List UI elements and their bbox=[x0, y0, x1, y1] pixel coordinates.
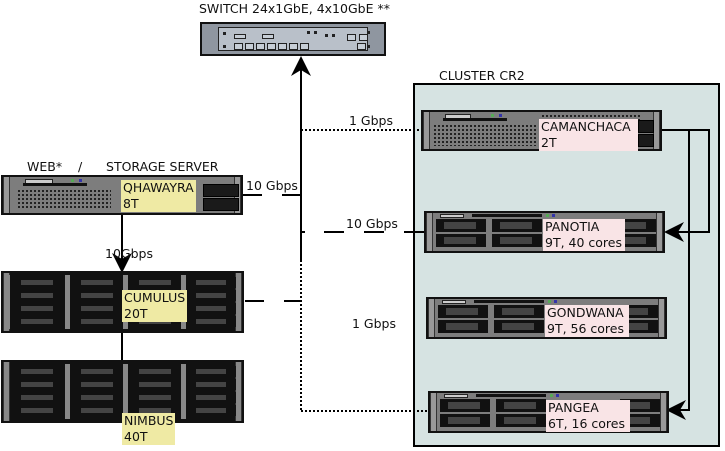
storage-group-title: WEB* / STORAGE SERVER bbox=[27, 159, 219, 174]
server-detail: 20T bbox=[124, 306, 148, 321]
link-camanchaca-panotia bbox=[661, 129, 710, 242]
network-switch-icon[interactable] bbox=[200, 22, 386, 56]
server-name: NIMBUS bbox=[124, 413, 174, 428]
server-name: PANOTIA bbox=[545, 219, 600, 234]
server-detail: 40T bbox=[124, 429, 148, 444]
server-label-gondwana: GONDWANA 9T, 56 cores bbox=[545, 305, 629, 337]
link-label-qhawayra-cumulus: 10Gbps bbox=[105, 246, 153, 261]
server-detail: 9T, 40 cores bbox=[545, 235, 623, 250]
switch-title: SWITCH 24x1GbE, 4x10GbE ** bbox=[199, 1, 390, 16]
link-label-camanchaca-switch: 1 Gbps bbox=[349, 113, 393, 128]
server-label-nimbus: NIMBUS 40T bbox=[122, 413, 176, 445]
link-camanchaca-pangea bbox=[666, 130, 690, 420]
server-name: GONDWANA bbox=[547, 305, 624, 320]
server-label-cumulus: CUMULUS 20T bbox=[122, 290, 188, 322]
server-detail: 9T, 56 cores bbox=[547, 321, 625, 336]
server-label-camanchaca: CAMANCHACA 2T bbox=[539, 119, 638, 151]
link-label-qhawayra-switch: 10 Gbps bbox=[245, 178, 299, 193]
server-name: QHAWAYRA bbox=[123, 180, 194, 195]
cluster-title: CLUSTER CR2 bbox=[439, 68, 525, 83]
server-label-panotia: PANOTIA 9T, 40 cores bbox=[543, 219, 625, 251]
server-nimbus[interactable] bbox=[1, 360, 244, 423]
server-detail: 2T bbox=[541, 135, 557, 150]
server-name: PANGEA bbox=[548, 400, 599, 415]
link-label-pangea-switch: 1 Gbps bbox=[352, 316, 396, 331]
server-detail: 6T, 16 cores bbox=[548, 416, 626, 431]
link-label-panotia-switch: 10 Gbps bbox=[346, 216, 398, 231]
server-name: CUMULUS bbox=[124, 290, 186, 305]
server-name: CAMANCHACA bbox=[541, 119, 631, 134]
server-detail: 8T bbox=[123, 196, 139, 211]
server-label-pangea: PANGEA 6T, 16 cores bbox=[546, 400, 630, 432]
server-label-qhawayra: QHAWAYRA 8T bbox=[121, 180, 196, 212]
